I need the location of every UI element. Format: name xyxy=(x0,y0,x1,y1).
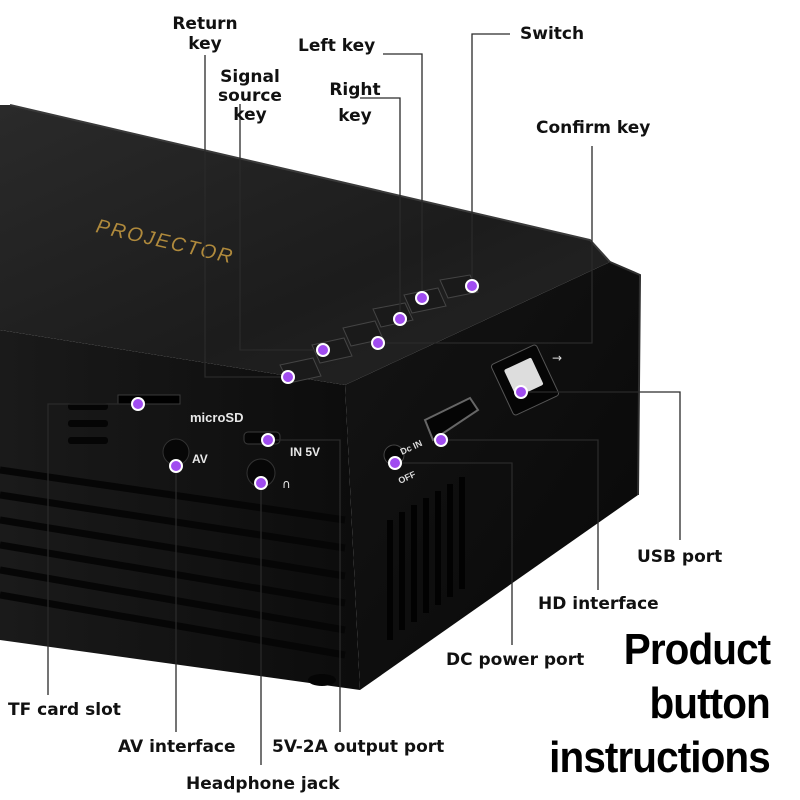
label-dc-power-port: DC power port xyxy=(446,650,585,670)
marker-headphone xyxy=(254,476,268,490)
label-left-key: Left key xyxy=(298,36,376,56)
label-hd-interface: HD interface xyxy=(538,594,659,614)
headphone-glyph: ∩ xyxy=(282,477,291,491)
label-output-port: 5V-2A output port xyxy=(272,737,445,757)
projector-top-face xyxy=(0,105,610,385)
marker-left-key xyxy=(415,291,429,305)
marker-signal-source xyxy=(316,343,330,357)
end-panel: → Dc IN OFF xyxy=(383,344,562,640)
leader-output xyxy=(268,439,341,732)
projector-side-face xyxy=(0,330,360,690)
projector-body xyxy=(0,104,642,690)
projector-end-face xyxy=(345,262,640,690)
hd-port[interactable] xyxy=(423,396,480,442)
leader-return-key xyxy=(204,55,288,378)
leader-hd xyxy=(441,439,599,590)
usb-port[interactable] xyxy=(490,344,560,416)
marker-tf xyxy=(131,397,145,411)
label-headphone-jack: Headphone jack xyxy=(186,774,340,794)
label-tf-card-slot: TF card slot xyxy=(8,700,121,720)
title-line-2: button xyxy=(649,679,771,728)
title-line-1: Product xyxy=(623,625,771,674)
marker-usb xyxy=(514,385,528,399)
callout-markers xyxy=(131,279,528,490)
leader-tf xyxy=(47,403,138,695)
label-confirm-key: Confirm key xyxy=(536,118,651,138)
label-return-key: Return key xyxy=(172,14,238,54)
tf-card-slot[interactable] xyxy=(117,394,181,405)
leader-switch xyxy=(471,33,510,285)
label-usb-port: USB port xyxy=(637,547,723,567)
microsd-print: microSD xyxy=(190,410,243,425)
end-vents xyxy=(387,477,465,640)
marker-output xyxy=(261,433,275,447)
side-vents xyxy=(0,466,346,659)
label-switch: Switch xyxy=(520,24,585,44)
marker-av xyxy=(169,459,183,473)
marker-dc xyxy=(388,456,402,470)
label-right-key: Right key xyxy=(329,80,381,126)
leader-signal-source xyxy=(239,104,322,351)
usb-glyph: → xyxy=(552,351,562,365)
leader-confirm-key xyxy=(378,146,593,344)
label-signal-source-key: Signal source key xyxy=(218,67,282,125)
in-5v-print: IN 5V xyxy=(290,445,320,459)
label-av-interface: AV interface xyxy=(118,737,236,757)
marker-confirm-key xyxy=(371,336,385,350)
leader-usb xyxy=(520,391,681,540)
marker-switch xyxy=(465,279,479,293)
marker-right-key xyxy=(393,312,407,326)
marker-return-key xyxy=(281,370,295,384)
marker-hd xyxy=(434,433,448,447)
leader-right-key xyxy=(360,97,401,318)
leader-left-key xyxy=(383,53,423,297)
leader-lines xyxy=(47,33,681,765)
av-print: AV xyxy=(192,452,208,466)
title-line-3: instructions xyxy=(549,733,771,782)
leader-dc xyxy=(395,462,513,645)
side-panel: microSD AV IN 5V ∩ xyxy=(0,394,346,659)
